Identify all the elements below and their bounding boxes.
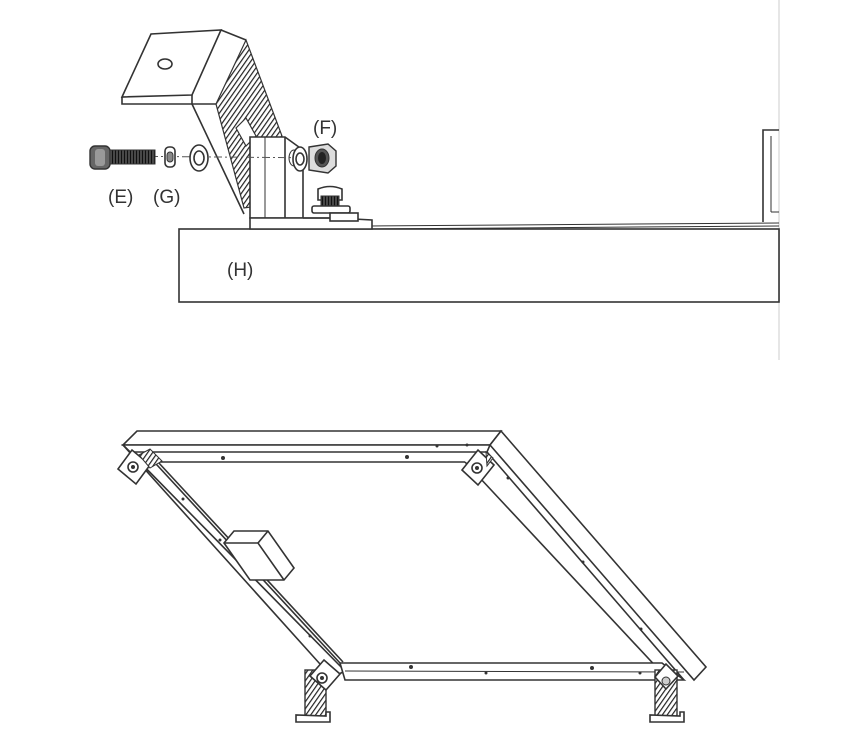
washer-f-side (288, 146, 308, 172)
junction-box (222, 530, 296, 581)
frame-rail-left (122, 444, 347, 678)
foot-bracket-bottom-left (295, 658, 342, 723)
flat-washer (189, 144, 209, 172)
label-e: (E) (108, 187, 133, 208)
spring-washer-g (164, 146, 176, 168)
frame-rail-top (121, 430, 503, 463)
label-g: (G) (153, 187, 180, 208)
corner-bracket-top-left (116, 448, 163, 486)
rail-h (178, 222, 780, 303)
detail-view-top: (E) (G) (F) (H) (89, 0, 780, 360)
far-bracket-stub (762, 129, 779, 222)
label-f: (F) (313, 118, 337, 139)
bolt-e (89, 145, 156, 170)
hex-nut-f (308, 143, 337, 174)
frame-rail-bottom (338, 662, 687, 681)
base-fastener (311, 185, 359, 222)
corner-bracket-top-right (460, 448, 496, 487)
frame-perspective-view (116, 429, 708, 723)
frame-rail-right (464, 429, 708, 682)
label-h: (H) (227, 260, 253, 281)
foot-bracket-bottom-right (649, 662, 685, 723)
